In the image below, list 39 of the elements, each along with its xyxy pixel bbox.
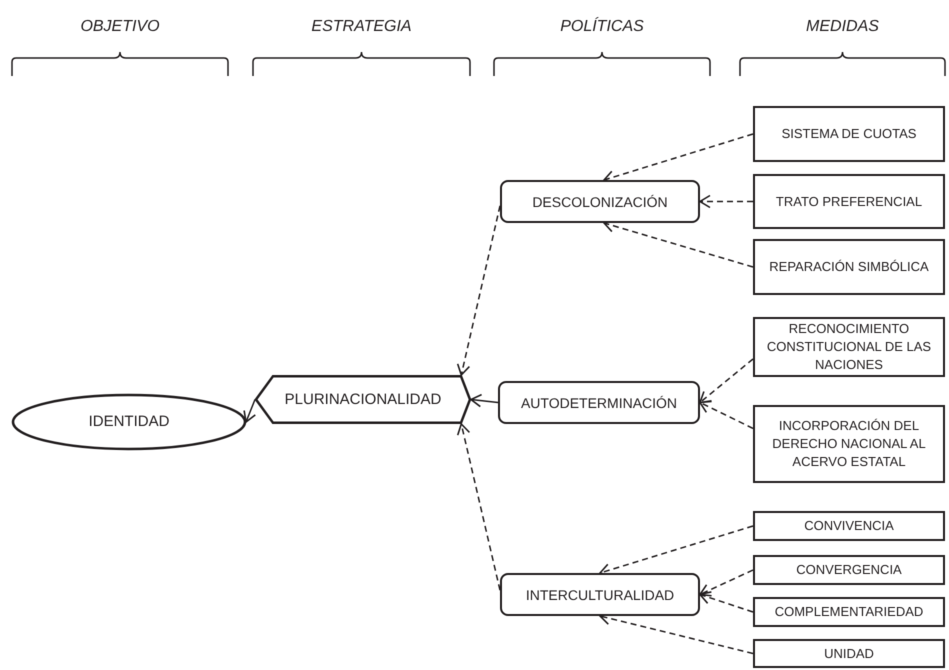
- policy-box: [500, 573, 700, 616]
- node-label: AUTODETERMINACIÓN: [520, 394, 678, 412]
- dashed-arrow: [456, 423, 501, 590]
- node-label: TRATO PREFERENCIAL: [774, 192, 924, 210]
- dashed-arrow: [699, 400, 754, 430]
- measure-box: [753, 405, 945, 483]
- measure-box: [753, 555, 945, 585]
- dashed-arrow: [699, 194, 753, 208]
- dashed-arrow: [456, 206, 501, 376]
- measure-box: [753, 174, 945, 229]
- node-label: CONVIVENCIA: [803, 517, 895, 535]
- dashed-arrow: [699, 569, 754, 597]
- dashed-arrow: [699, 591, 754, 613]
- column-heading: ESTRATEGIA: [310, 18, 413, 36]
- policy-box: [500, 180, 700, 223]
- node-label: SISTEMA DE CUOTAS: [780, 125, 918, 143]
- node-label: REPARACIÓN SIMBÓLICA: [768, 258, 930, 276]
- node-label: INTERCULTURALIDAD: [524, 586, 676, 604]
- node-label: CONVERGENCIA: [795, 561, 903, 579]
- arrow: [243, 399, 256, 423]
- dashed-arrow: [699, 358, 754, 404]
- arrow: [470, 394, 498, 408]
- measure-box: [753, 106, 945, 162]
- measure-box: [753, 511, 945, 541]
- node-label: COMPLEMENTARIEDAD: [774, 603, 924, 621]
- measure-box: [753, 239, 945, 295]
- node-label: PLURINACIONALIDAD: [284, 390, 442, 408]
- policy-box: [498, 381, 700, 424]
- node-label: INCORPORACIÓN DEL DERECHO NACIONAL AL ACERVO ESTATAL: [771, 417, 927, 471]
- column-heading: POLÍTICAS: [559, 18, 645, 36]
- measure-box: [753, 639, 945, 668]
- node-label: UNIDAD: [823, 644, 875, 662]
- node-label: DESCOLONIZACIÓN: [531, 192, 669, 210]
- measure-box: [753, 317, 945, 377]
- node-label: IDENTIDAD: [88, 413, 170, 431]
- column-heading: OBJETIVO: [79, 18, 161, 36]
- node-label: RECONOCIMIENTO CONSTITUCIONAL DE LAS NACIONES: [766, 320, 932, 374]
- column-heading: MEDIDAS: [805, 18, 880, 36]
- measure-box: [753, 597, 945, 627]
